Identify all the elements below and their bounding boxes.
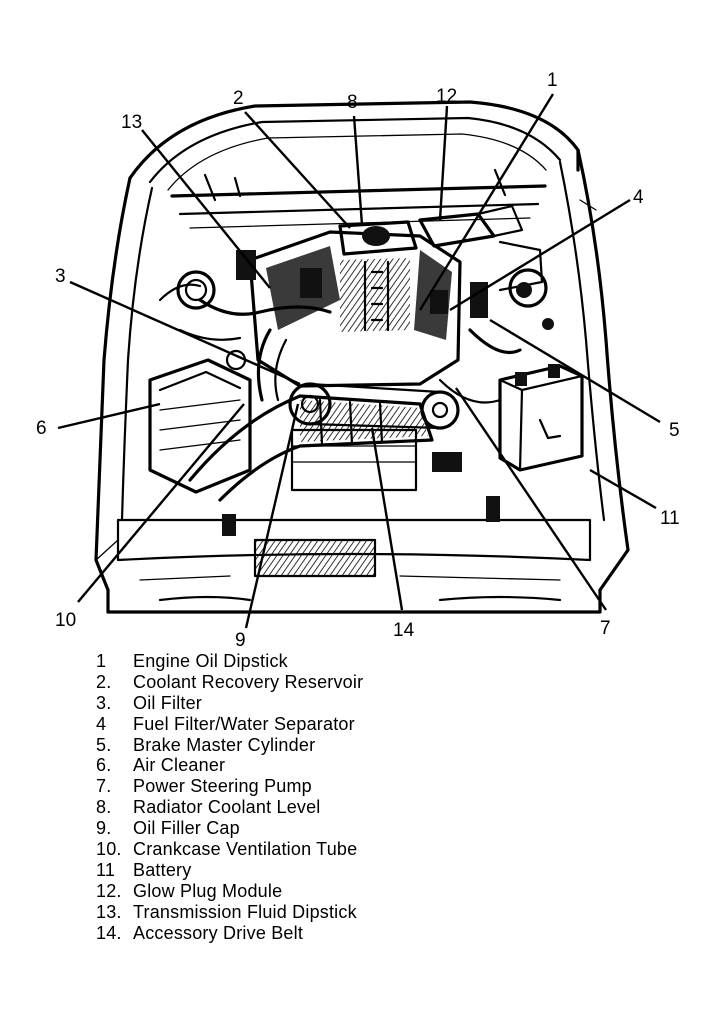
legend-label: Power Steering Pump xyxy=(133,776,312,797)
legend-item: 13. Transmission Fluid Dipstick xyxy=(96,902,536,923)
leader-line-12 xyxy=(438,105,449,221)
legend-label: Coolant Recovery Reservoir xyxy=(133,671,364,692)
legend-number: 14. xyxy=(96,922,122,943)
callout-numbers: 1 2 8 12 13 4 3 6 5 11 10 9 14 7 xyxy=(36,70,680,650)
legend-number: 7. xyxy=(96,776,112,797)
legend-label: Battery xyxy=(133,859,192,880)
legend-label: Oil Filler Cap xyxy=(133,818,240,839)
accessory-drive xyxy=(288,382,462,492)
callout-4: 4 xyxy=(633,187,644,208)
leader-line-10 xyxy=(77,403,245,603)
callout-5: 5 xyxy=(669,420,680,441)
legend-number: 9. xyxy=(96,818,112,839)
legend-item: 1 Engine Oil Dipstick xyxy=(96,651,536,672)
glow-plug-module xyxy=(418,204,554,330)
leader-line-6 xyxy=(57,402,161,430)
legend-number: 12. xyxy=(96,880,122,901)
callout-1: 1 xyxy=(547,70,558,91)
legend-item: 3. Oil Filter xyxy=(96,693,536,714)
legend-item: 14. Accessory Drive Belt xyxy=(96,923,536,944)
engine-compartment-diagram: 1 2 8 12 13 4 3 6 5 11 10 9 14 7 xyxy=(36,70,680,650)
callout-8: 8 xyxy=(347,92,358,113)
battery xyxy=(498,364,584,472)
leader-line-13 xyxy=(141,129,271,289)
callout-7: 7 xyxy=(600,618,611,639)
legend-number: 10. xyxy=(96,839,122,860)
legend-number: 8. xyxy=(96,797,112,818)
leader-line-2 xyxy=(244,111,351,229)
coolant-reservoir xyxy=(338,220,418,256)
callout-6: 6 xyxy=(36,418,47,439)
legend-number: 2. xyxy=(96,671,112,692)
legend-item: 8. Radiator Coolant Level xyxy=(96,797,536,818)
leader-line-8 xyxy=(352,115,364,226)
engine-bay-illustration xyxy=(94,100,630,614)
legend-item: 10. Crankcase Ventilation Tube xyxy=(96,839,536,860)
leader-line-7 xyxy=(455,387,607,611)
legend-number: 1 xyxy=(96,651,107,671)
right-fender xyxy=(558,148,630,592)
leader-line-9 xyxy=(244,403,300,629)
air-cleaner-box xyxy=(148,358,252,494)
callout-10: 10 xyxy=(55,610,76,631)
legend-number: 13. xyxy=(96,901,122,922)
legend-label: Fuel Filter/Water Separator xyxy=(133,713,355,734)
leader-line-4 xyxy=(449,198,631,312)
legend-item: 12. Glow Plug Module xyxy=(96,881,536,902)
callout-3: 3 xyxy=(55,266,66,287)
legend-number: 5. xyxy=(96,734,112,755)
leader-lines xyxy=(57,93,661,629)
callout-13: 13 xyxy=(121,112,142,133)
leader-line-3 xyxy=(69,280,301,386)
left-fender xyxy=(94,176,154,592)
front-panel xyxy=(106,496,602,614)
leader-line-1 xyxy=(418,93,555,311)
parts-legend: 1 Engine Oil Dipstick 2. Coolant Recovery … xyxy=(96,651,536,943)
legend-label: Crankcase Ventilation Tube xyxy=(133,839,358,860)
legend-item: 2. Coolant Recovery Reservoir xyxy=(96,672,536,693)
legend-label: Transmission Fluid Dipstick xyxy=(133,901,357,922)
leader-line-11 xyxy=(589,468,657,510)
legend-label: Radiator Coolant Level xyxy=(133,797,321,818)
legend-label: Glow Plug Module xyxy=(133,880,283,901)
legend-item: 6. Air Cleaner xyxy=(96,755,536,776)
callout-9: 9 xyxy=(235,630,246,650)
leader-line-14 xyxy=(370,427,404,611)
legend-item: 5. Brake Master Cylinder xyxy=(96,735,536,756)
leader-line-5 xyxy=(489,318,661,424)
legend-item: 4 Fuel Filter/Water Separator xyxy=(96,714,536,735)
callout-2: 2 xyxy=(233,88,244,109)
legend-item: 7. Power Steering Pump xyxy=(96,776,536,797)
legend-number: 4 xyxy=(96,713,107,734)
callout-11: 11 xyxy=(660,508,680,529)
legend-number: 3. xyxy=(96,692,112,713)
legend-label: Air Cleaner xyxy=(133,755,226,776)
hood xyxy=(128,100,580,191)
callout-14: 14 xyxy=(393,620,415,641)
legend-label: Oil Filter xyxy=(133,692,202,713)
callout-12: 12 xyxy=(436,86,457,107)
legend-label: Accessory Drive Belt xyxy=(133,922,304,943)
legend-label: Brake Master Cylinder xyxy=(133,734,316,755)
legend-number: 6. xyxy=(96,755,112,776)
legend-item: 11 Battery xyxy=(96,860,536,881)
legend-label: Engine Oil Dipstick xyxy=(133,651,288,671)
strut-towers xyxy=(176,268,548,310)
legend-item: 9. Oil Filler Cap xyxy=(96,818,536,839)
legend-number: 11 xyxy=(96,859,116,880)
